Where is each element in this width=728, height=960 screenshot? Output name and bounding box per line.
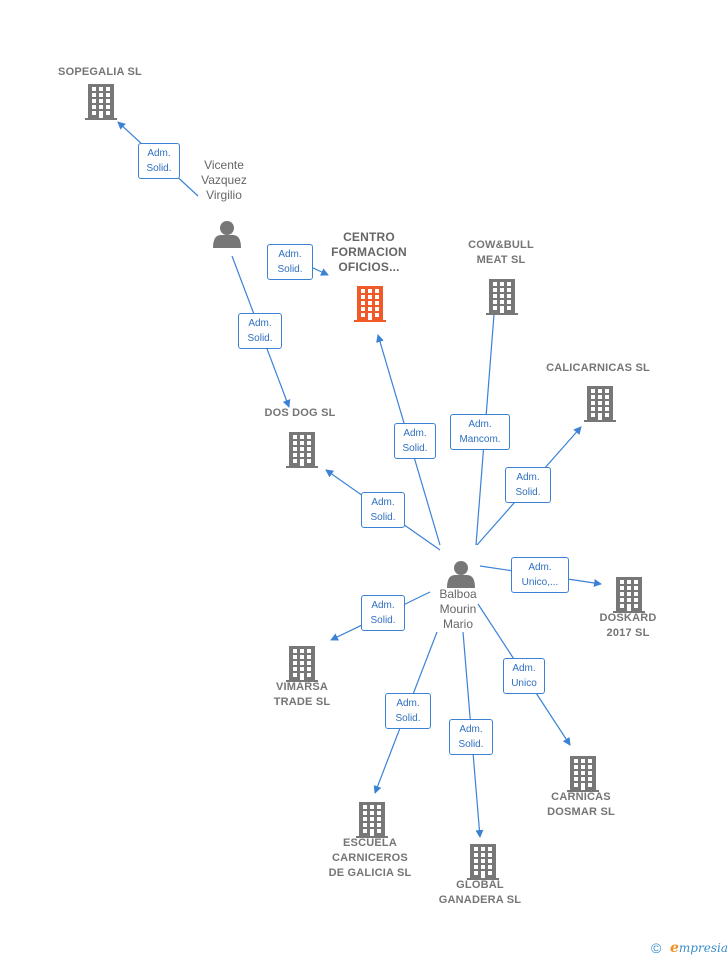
node-label-doskard[interactable]: DOSKARD 2017 SL: [599, 612, 657, 639]
edge-label-balboa-carnicas[interactable]: Adm. Unico: [503, 658, 545, 694]
edge-label-balboa-cowbull[interactable]: Adm. Mancom.: [450, 414, 510, 450]
node-label-escuela[interactable]: ESCUELA CARNICEROS DE GALICIA SL: [328, 837, 412, 879]
edge-label-balboa-doskard[interactable]: Adm. Unico,...: [511, 557, 569, 593]
building-icon-sopegalia[interactable]: [85, 84, 117, 120]
edge-label-balboa-centro[interactable]: Adm. Solid.: [394, 423, 436, 459]
node-label-vicente: Vicente Vazquez Virgilio: [201, 158, 247, 202]
edge-label-balboa-calicarnicas[interactable]: Adm. Solid.: [505, 467, 551, 503]
building-icon-dosdog[interactable]: [286, 432, 318, 468]
node-label-sopegalia[interactable]: SOPEGALIA SL: [58, 66, 142, 78]
person-icon-vicente[interactable]: [213, 221, 241, 248]
node-label-dosdog[interactable]: DOS DOG SL: [264, 407, 336, 419]
edge-label-vicente-centro[interactable]: Adm. Solid.: [267, 244, 313, 280]
building-icon-escuela[interactable]: [356, 802, 388, 838]
edge-label-balboa-dosdog[interactable]: Adm. Solid.: [361, 492, 405, 528]
node-label-global[interactable]: GLOBAL GANADERA SL: [438, 879, 522, 906]
building-icon-doskard[interactable]: [613, 577, 645, 613]
node-label-vimarsa[interactable]: VIMARSA TRADE SL: [273, 681, 331, 708]
building-icon-global[interactable]: [467, 844, 499, 880]
node-label-balboa: Balboa Mourin Mario: [439, 587, 477, 631]
building-icon-calicarnicas[interactable]: [584, 386, 616, 422]
copyright-icon: ©: [651, 940, 662, 956]
edge-label-balboa-vimarsa[interactable]: Adm. Solid.: [361, 595, 405, 631]
building-icon-carnicas[interactable]: [567, 756, 599, 792]
node-label-cowbull[interactable]: COW&BULL MEAT SL: [468, 239, 534, 266]
building-icon-vimarsa[interactable]: [286, 646, 318, 682]
person-icon-balboa[interactable]: [447, 561, 475, 588]
edge-label-vicente-sopegalia[interactable]: Adm. Solid.: [138, 143, 180, 179]
empresia-logo[interactable]: empresia: [670, 940, 728, 956]
node-label-carnicas[interactable]: CARNICAS DOSMAR SL: [547, 791, 615, 818]
edge-label-vicente-dosdog[interactable]: Adm. Solid.: [238, 313, 282, 349]
focus-building-icon-centro[interactable]: [354, 286, 386, 322]
edge-label-balboa-global[interactable]: Adm. Solid.: [449, 719, 493, 755]
edge-label-balboa-escuela[interactable]: Adm. Solid.: [385, 693, 431, 729]
node-label-calicarnicas[interactable]: CALICARNICAS SL: [546, 362, 650, 374]
building-icon-cowbull[interactable]: [486, 279, 518, 315]
node-label-centro[interactable]: CENTRO FORMACION OFICIOS...: [331, 230, 407, 274]
